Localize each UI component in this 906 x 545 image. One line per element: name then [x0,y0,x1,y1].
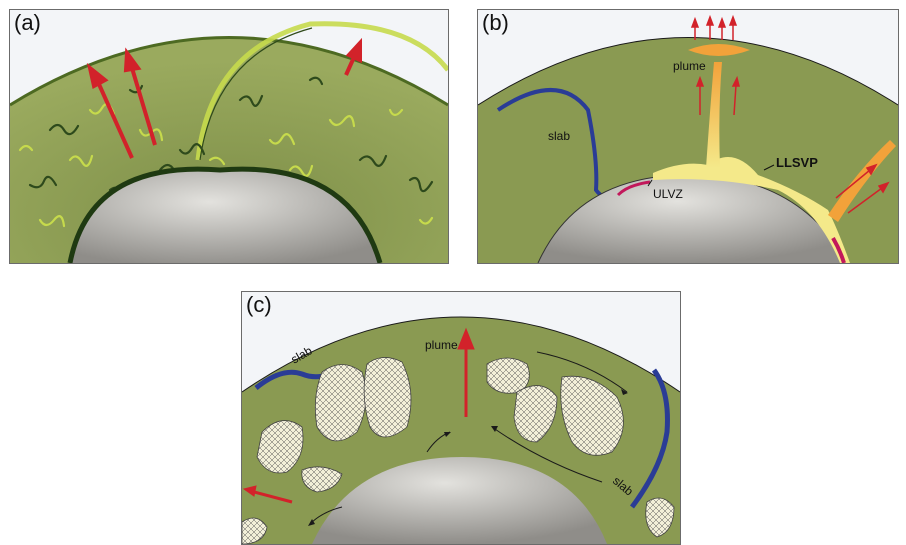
slab-right [629,368,670,509]
black-flow-arrow-heads [308,389,628,526]
core [312,457,607,544]
label-slab: slab [548,129,570,143]
panel-b-diagram: slab plume LLSVP ULVZ [478,14,898,263]
label-plume: plume [425,338,458,352]
llsvp [653,157,850,263]
label-llsvp: LLSVP [776,155,818,170]
core [70,169,380,263]
plume-head [688,44,750,56]
label-plume: plume [673,59,706,73]
plume-conduit [706,62,722,168]
panel-label-b: (b) [482,10,509,35]
red-arrow-icon [86,37,362,159]
surface-crust [10,36,448,107]
red-arrow-icon [242,327,475,504]
panel-b: slab plume LLSVP ULVZ (b) [477,9,899,264]
heterogeneity-streaks [18,76,434,228]
piles [242,357,675,544]
panel-label-c: (c) [246,292,272,317]
plume-sheet [195,21,448,161]
core [538,175,848,263]
label-ulvz: ULVZ [653,187,683,201]
panel-c-diagram: slab slab plume [242,316,680,544]
ulvz-right [831,236,846,263]
plume-conduit-2 [828,140,896,222]
red-arrow-icon [690,14,890,214]
panel-c: slab slab plume (c) [241,291,681,545]
panel-label-a: (a) [14,10,41,35]
panel-a-diagram [10,21,448,263]
ulvz [616,180,651,197]
panel-a: (a) [9,9,449,264]
